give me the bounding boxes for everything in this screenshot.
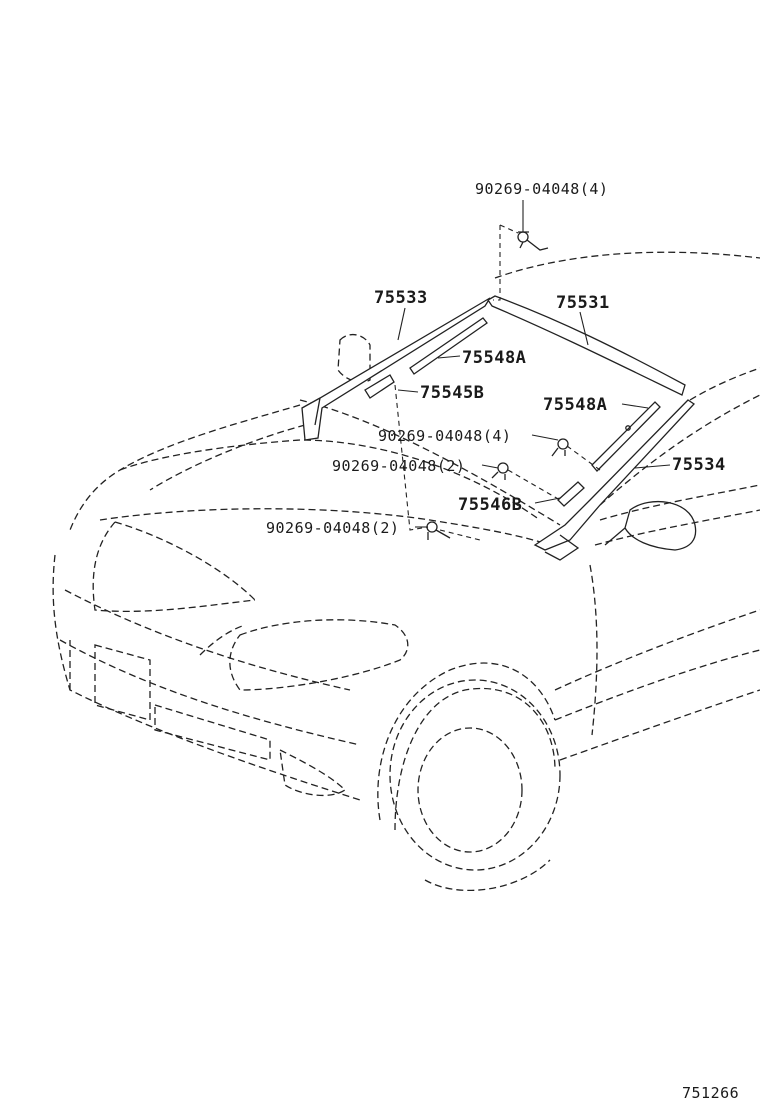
callout-clip-low-2: 90269-04048(2) [266,519,399,537]
callout-retainer-left-a: 75548A [462,348,526,368]
side-mirror [604,500,697,551]
callout-retainer-right-a: 75548A [543,395,607,415]
clip-low-2 [426,521,451,540]
callout-retainer-right-b: 75546B [458,495,522,515]
diagram-code: 751266 [682,1084,739,1102]
retainer-75546b [557,481,585,507]
callout-retainer-left-b: 75545B [420,383,484,403]
clip-top [517,231,549,251]
retainer-75545b [364,374,395,399]
retainer-75548a-left [409,317,488,375]
callout-molding-top: 75531 [556,293,610,313]
clip-mid-2 [491,462,509,480]
clip-mid-4 [551,438,569,457]
callout-leaders [397,200,671,528]
right-pillar-molding-75534 [533,399,695,561]
left-pillar-molding-75533 [301,297,491,441]
callout-clip-mid-2: 90269-04048(2) [332,457,465,475]
callout-clip-top: 90269-04048(4) [475,180,608,198]
top-molding-75531 [487,295,686,396]
callout-molding-left: 75533 [374,288,428,308]
retainer-75548a-right [591,401,661,472]
assembly-leaders [394,224,601,541]
callout-clip-mid-4: 90269-04048(4) [378,427,511,445]
callout-molding-right: 75534 [672,455,726,475]
